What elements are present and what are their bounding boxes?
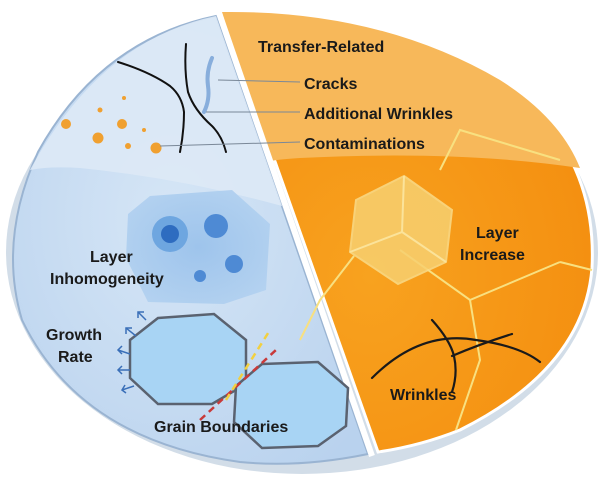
label-growth-rate-2: Rate	[58, 349, 93, 366]
title-transfer-related: Transfer-Related	[258, 39, 384, 56]
label-grain-boundaries: Grain Boundaries	[154, 419, 288, 436]
label-layer-increase-1: Layer	[476, 225, 519, 242]
label-layer-increase-2: Increase	[460, 247, 525, 264]
inhomogeneity-dot	[225, 255, 243, 273]
label-contaminations: Contaminations	[304, 136, 425, 153]
label-layer-inhomogeneity-1: Layer	[90, 249, 133, 266]
label-additional-wrinkles: Additional Wrinkles	[304, 106, 453, 123]
label-wrinkles: Wrinkles	[390, 387, 457, 404]
inhomogeneity-dot-core	[161, 225, 179, 243]
inhomogeneity-dot	[204, 214, 228, 238]
label-growth-rate-1: Growth	[46, 327, 102, 344]
grain-left	[130, 314, 246, 404]
label-cracks: Cracks	[304, 76, 357, 93]
inhomogeneity-dot	[194, 270, 206, 282]
label-layer-inhomogeneity-2: Inhomogeneity	[50, 271, 164, 288]
